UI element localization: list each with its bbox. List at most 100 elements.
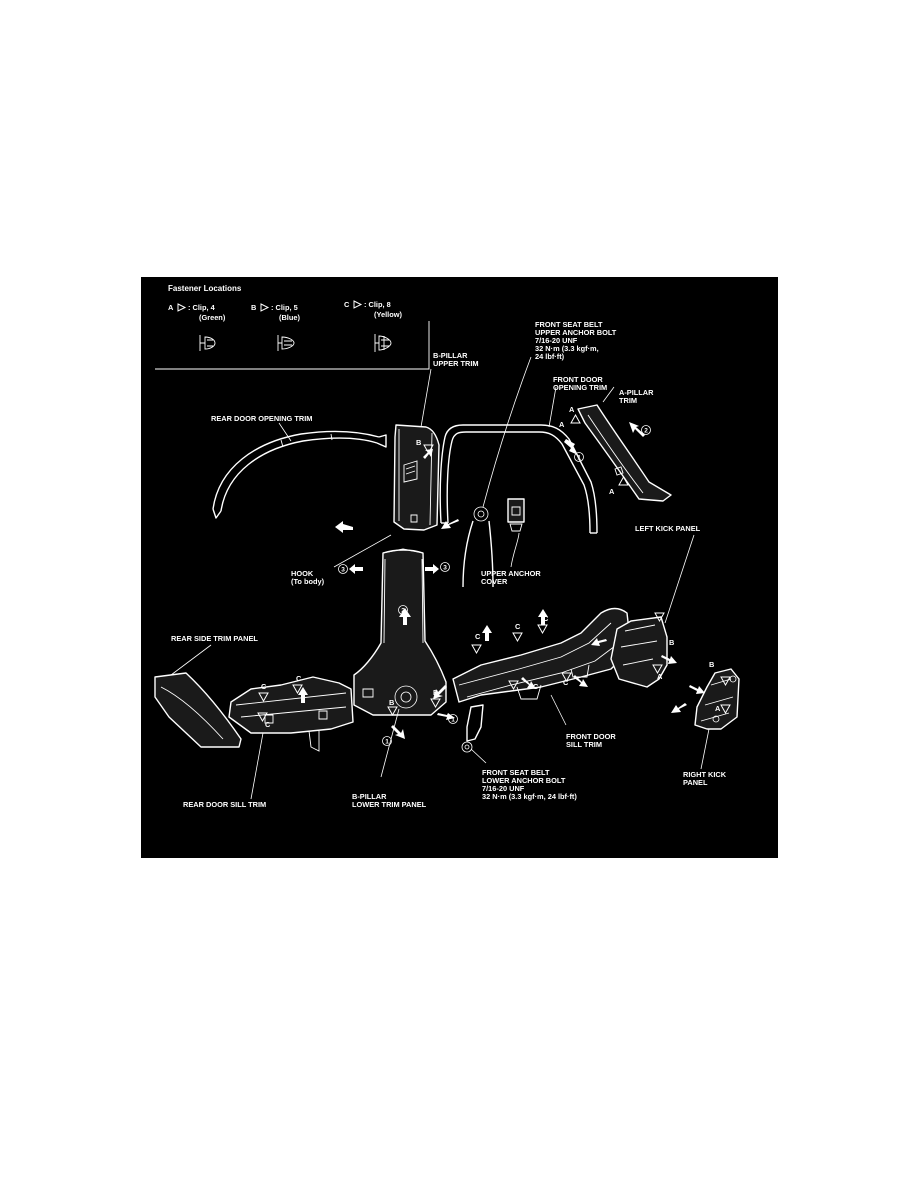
svg-text:UPPER TRIM: UPPER TRIM [433, 359, 479, 368]
legend-clip-b-text: : Clip, 5 [271, 303, 298, 312]
callout-c: C [543, 614, 549, 623]
svg-text:TRIM: TRIM [619, 396, 637, 405]
callout-c-triangle-icon [561, 672, 572, 683]
svg-text:B-PILLAR: B-PILLAR [352, 792, 387, 801]
label-upper-anchor-cover: UPPER ANCHOR COVER [481, 569, 541, 586]
callout-b-triangle-icon [654, 612, 665, 623]
callout-b-triangle-icon [387, 706, 398, 717]
callout-c-triangle-icon [257, 712, 268, 723]
rear-door-opening-trim [212, 430, 387, 519]
legend-clip-b: B : Clip, 5 (Blue) [251, 303, 300, 351]
callout-c-triangle-icon [512, 632, 523, 643]
svg-text:FRONT DOOR: FRONT DOOR [553, 375, 603, 384]
callout-b: B [709, 660, 714, 669]
svg-text:PANEL: PANEL [683, 778, 708, 787]
callout-a: A [569, 405, 575, 414]
callout-b-triangle-icon [720, 676, 731, 687]
callout-b: B [389, 698, 394, 707]
callout-b-triangle-icon [430, 698, 441, 709]
svg-text:24 lbf·ft): 24 lbf·ft) [535, 352, 565, 361]
svg-text:A-PILLAR: A-PILLAR [619, 388, 654, 397]
callout-c: C [265, 720, 271, 729]
callout-a: A [609, 487, 615, 496]
removal-arrows [298, 422, 705, 739]
label-a-pillar-trim: A-PILLAR TRIM [619, 388, 654, 405]
callout-b: B [416, 438, 421, 447]
right-kick-panel [694, 668, 740, 730]
callout-a-triangle-icon [618, 475, 629, 486]
step-2: 2 [401, 608, 405, 615]
svg-text:COVER: COVER [481, 577, 508, 586]
callout-a-triangle-icon [652, 664, 663, 675]
seat-belt-lower-anchor [461, 704, 484, 753]
callout-c: C [533, 682, 539, 691]
legend-clip-c-color: (Yellow) [374, 310, 402, 319]
trim-panel-diagram: Fastener Locations A : Clip, 4 (Green) B… [141, 277, 778, 858]
legend-clip-b-letter: B [251, 303, 256, 312]
clip-c-icon [374, 334, 392, 352]
clip-a-icon [199, 335, 216, 351]
upper-anchor-cover [507, 498, 525, 532]
label-front-seat-belt-upper-anchor-bolt: FRONT SEAT BELT UPPER ANCHOR BOLT 7/16-2… [535, 320, 617, 361]
legend-clip-c: C : Clip, 8 (Yellow) [344, 300, 402, 352]
legend-clip-a: A : Clip, 4 (Green) [168, 303, 226, 351]
callout-a: A [657, 672, 663, 681]
label-b-pillar-upper-trim: B-PILLAR UPPER TRIM [433, 351, 479, 368]
label-front-door-opening-trim: FRONT DOOR OPENING TRIM [553, 375, 607, 392]
callout-a-triangle-icon [720, 704, 731, 715]
legend-clip-c-triangle-icon [353, 300, 363, 309]
legend-clip-c-text: : Clip, 8 [364, 300, 391, 309]
svg-text:7/16-20 UNF: 7/16-20 UNF [482, 784, 525, 793]
svg-text:OPENING TRIM: OPENING TRIM [553, 383, 607, 392]
svg-text:FRONT DOOR: FRONT DOOR [566, 732, 616, 741]
label-rear-door-opening-trim: REAR DOOR OPENING TRIM [211, 414, 312, 423]
svg-text:FRONT SEAT BELT: FRONT SEAT BELT [482, 768, 550, 777]
legend-clip-a-color: (Green) [199, 313, 226, 322]
svg-text:RIGHT KICK: RIGHT KICK [683, 770, 727, 779]
callout-c-triangle-icon [508, 680, 519, 691]
legend-clip-b-color: (Blue) [279, 313, 300, 322]
callout-c: C [563, 678, 569, 687]
diagram-svg: Fastener Locations A : Clip, 4 (Green) B… [154, 284, 740, 809]
clip-b-icon [277, 335, 295, 351]
callout-c: C [475, 632, 481, 641]
part-labels: FRONT SEAT BELT UPPER ANCHOR BOLT 7/16-2… [171, 320, 727, 809]
label-front-seat-belt-lower-anchor-bolt: FRONT SEAT BELT LOWER ANCHOR BOLT 7/16-2… [482, 768, 577, 801]
step-3: 3 [341, 567, 345, 574]
svg-text:B-PILLAR: B-PILLAR [433, 351, 468, 360]
label-b-pillar-lower-trim-panel: B-PILLAR LOWER TRIM PANEL [352, 792, 427, 809]
rear-door-sill-trim [228, 676, 354, 752]
svg-text:UPPER ANCHOR: UPPER ANCHOR [481, 569, 541, 578]
callout-c: C [515, 622, 521, 631]
legend-clip-a-text: : Clip, 4 [188, 303, 216, 312]
legend-border [155, 321, 430, 370]
step-3: 3 [443, 565, 447, 572]
clip-callouts [257, 413, 731, 723]
leader-lines [170, 356, 710, 800]
step-1: 1 [385, 739, 389, 746]
legend-clip-c-letter: C [344, 300, 350, 309]
legend-clip-a-letter: A [168, 303, 174, 312]
callout-a-triangle-icon [570, 413, 581, 424]
fastener-legend: Fastener Locations A : Clip, 4 (Green) B… [155, 284, 430, 370]
callout-c-triangle-icon [537, 624, 548, 635]
step-2: 2 [644, 428, 648, 435]
svg-text:32 N·m (3.3 kgf·m, 24 lbf·ft): 32 N·m (3.3 kgf·m, 24 lbf·ft) [482, 792, 577, 801]
callout-c-triangle-icon [471, 644, 482, 655]
label-left-kick-panel: LEFT KICK PANEL [635, 524, 701, 533]
seat-belt-upper-anchor [462, 506, 494, 588]
label-rear-door-sill-trim: REAR DOOR SILL TRIM [183, 800, 266, 809]
callout-a: A [559, 420, 565, 429]
label-front-door-sill-trim: FRONT DOOR SILL TRIM [566, 732, 616, 749]
svg-text:32 N·m (3.3 kgf·m,: 32 N·m (3.3 kgf·m, [535, 344, 599, 353]
svg-text:7/16-20 UNF: 7/16-20 UNF [535, 336, 578, 345]
svg-text:SILL TRIM: SILL TRIM [566, 740, 602, 749]
callout-c: C [261, 682, 267, 691]
callout-a: A [715, 704, 721, 713]
step-numbers: 1 2 2 3 3 1 1 [338, 425, 651, 746]
front-door-sill-trim [452, 607, 632, 703]
step-1: 1 [451, 717, 455, 724]
svg-text:HOOK: HOOK [291, 569, 314, 578]
callout-b: B [433, 688, 438, 697]
callout-b-triangle-icon [423, 444, 434, 455]
